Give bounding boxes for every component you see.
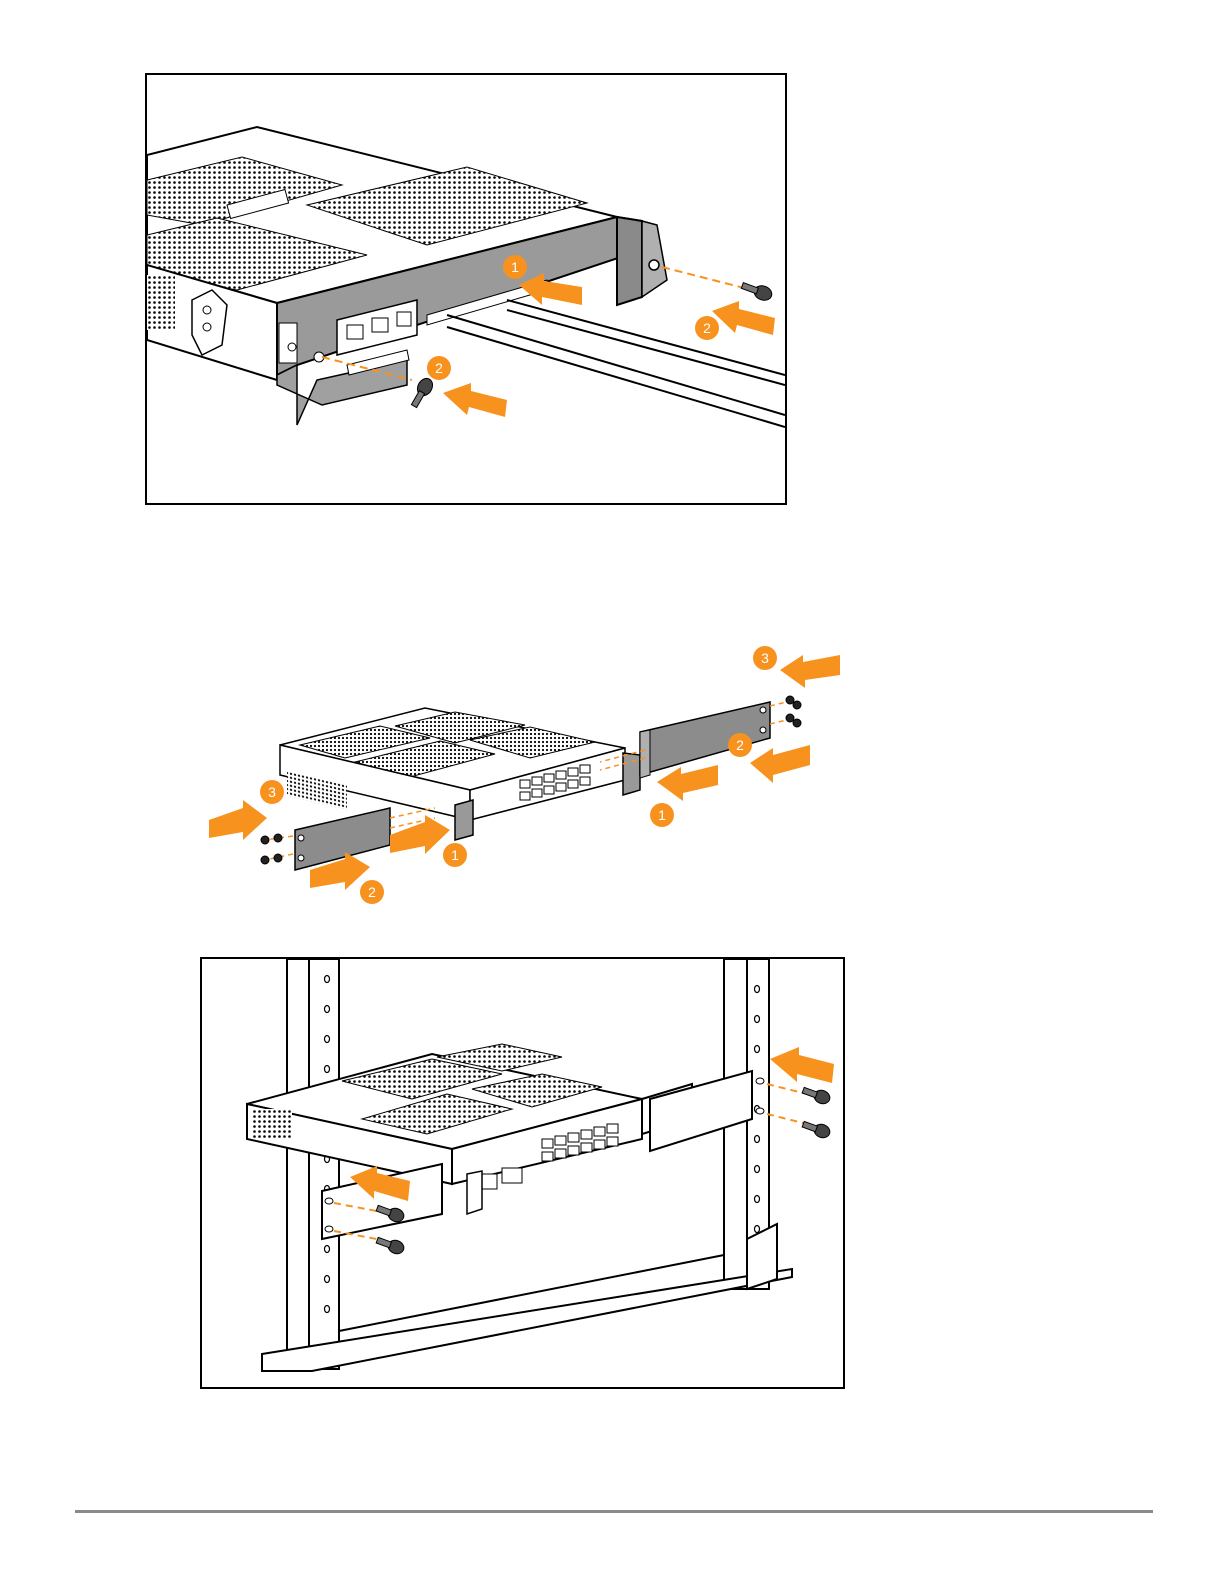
svg-text:1: 1	[511, 259, 519, 275]
arrow-icon	[750, 745, 810, 783]
arrow-icon	[443, 383, 507, 417]
figure-3-illustration	[202, 959, 843, 1387]
screw-icon	[801, 1118, 832, 1140]
screw-icon	[801, 1084, 832, 1106]
svg-text:2: 2	[368, 884, 376, 900]
right-rack-ear	[640, 702, 770, 775]
figure-2-illustration: 3 2 1 3 1 2	[205, 640, 845, 910]
figure-slide-rail-bracket: 1 2 2	[145, 73, 787, 505]
callout-2: 2	[427, 356, 451, 380]
screw-icon	[375, 1234, 406, 1256]
arrow-icon	[770, 1047, 834, 1083]
svg-text:1: 1	[658, 807, 666, 823]
guide-line	[662, 267, 752, 290]
figure-1-illustration: 1 2 2	[147, 75, 785, 503]
svg-text:2: 2	[736, 737, 744, 753]
figure-rack-ears-install: 3 2 1 3 1 2	[205, 640, 845, 910]
arrow-icon	[780, 655, 840, 688]
svg-text:2: 2	[435, 360, 443, 376]
arrow-icon	[209, 800, 267, 840]
callout-2: 2	[360, 880, 384, 904]
footer-divider	[75, 1510, 1153, 1513]
svg-text:1: 1	[451, 847, 459, 863]
svg-text:3: 3	[761, 650, 769, 666]
callout-2: 2	[728, 733, 752, 757]
arrow-icon	[657, 765, 718, 801]
svg-text:2: 2	[703, 320, 711, 336]
screw-icon	[740, 279, 774, 303]
callout-1: 1	[503, 255, 527, 279]
callout-3: 3	[260, 780, 284, 804]
callout-1: 1	[650, 803, 674, 827]
svg-text:3: 3	[268, 784, 276, 800]
callout-3: 3	[753, 646, 777, 670]
callout-2: 2	[695, 316, 719, 340]
figure-rack-mount	[200, 957, 845, 1389]
arrow-icon	[712, 301, 775, 335]
callout-1: 1	[443, 843, 467, 867]
screw-icon	[408, 376, 436, 410]
